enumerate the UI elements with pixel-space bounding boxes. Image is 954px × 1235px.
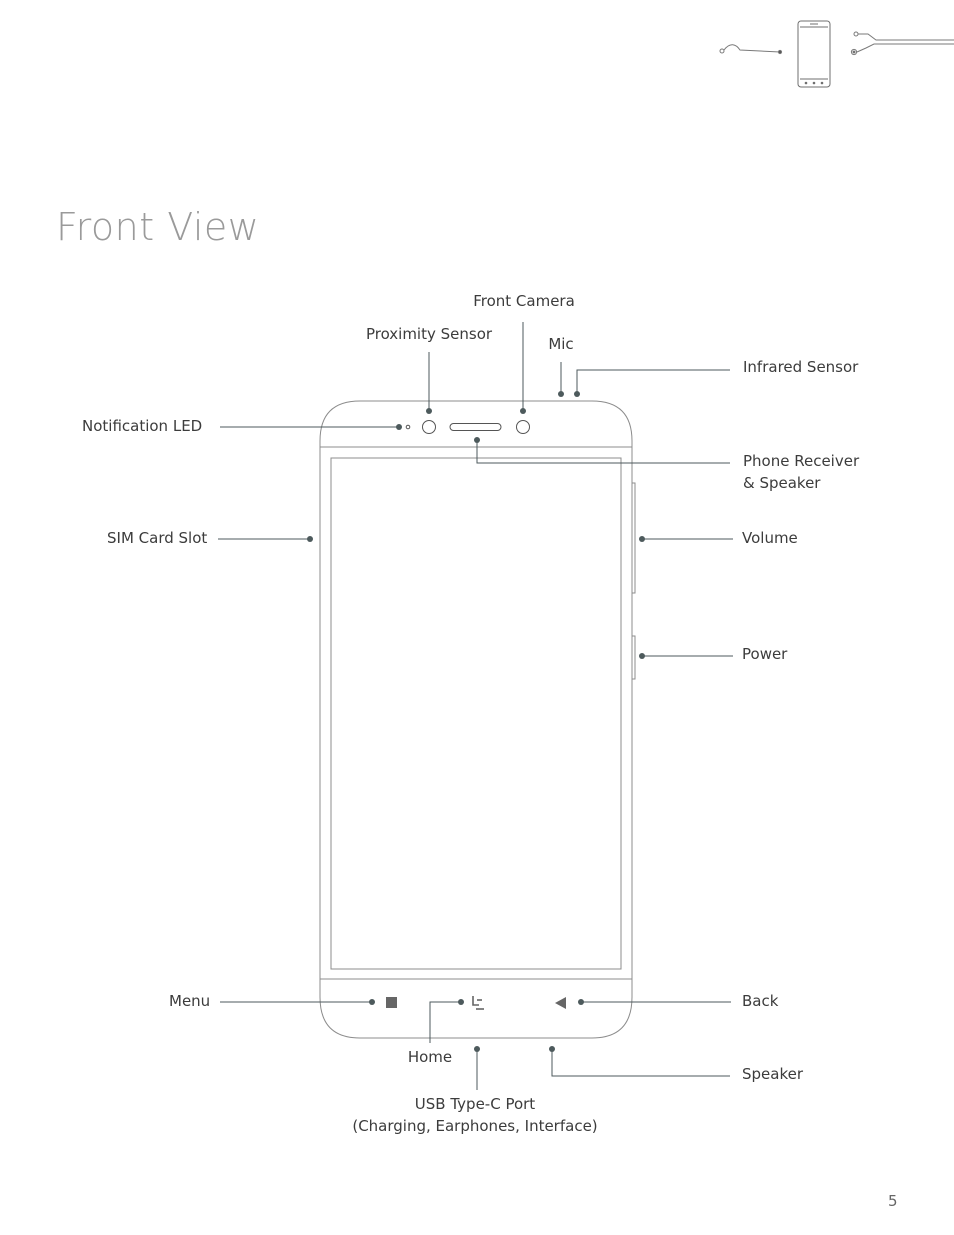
label-power: Power	[742, 645, 788, 663]
label-usb-line1: USB Type-C Port	[414, 1095, 536, 1113]
leader-dots	[307, 391, 645, 1052]
page-title: Front View	[56, 205, 260, 249]
label-usb-port: USB Type-C Port (Charging, Earphones, In…	[352, 1093, 597, 1137]
front-camera-icon	[516, 420, 530, 434]
label-menu: Menu	[169, 992, 211, 1010]
back-triangle-icon	[555, 997, 566, 1009]
notification-led-icon	[405, 424, 411, 430]
menu-square-icon	[386, 997, 397, 1008]
label-volume: Volume	[742, 529, 798, 547]
proximity-sensor-icon	[422, 420, 436, 434]
leader-lines	[218, 322, 733, 1090]
label-phone-receiver-line2: & Speaker	[743, 474, 821, 492]
label-proximity-sensor: Proximity Sensor	[365, 325, 493, 343]
label-front-camera: Front Camera	[473, 292, 575, 310]
header-phone-icon	[797, 20, 831, 88]
label-back: Back	[742, 992, 779, 1010]
header-circuit-lines	[719, 31, 954, 56]
label-phone-receiver: Phone Receiver & Speaker	[743, 450, 859, 494]
phone-screen	[330, 457, 622, 970]
label-phone-receiver-line1: Phone Receiver	[743, 452, 860, 470]
label-usb-line2: (Charging, Earphones, Interface)	[352, 1117, 598, 1135]
label-home: Home	[407, 1048, 453, 1066]
phone-outline	[319, 400, 636, 1039]
top-bezel-components	[405, 420, 530, 434]
label-speaker: Speaker	[742, 1065, 804, 1083]
receiver-grille	[449, 423, 502, 431]
nav-icons	[386, 996, 566, 1010]
label-mic: Mic	[548, 335, 574, 353]
home-le-logo-icon	[472, 996, 484, 1010]
label-sim-card-slot: SIM Card Slot	[107, 529, 208, 547]
label-infrared-sensor: Infrared Sensor	[743, 358, 859, 376]
page-number: 5	[888, 1192, 898, 1210]
label-notification-led: Notification LED	[82, 417, 203, 435]
